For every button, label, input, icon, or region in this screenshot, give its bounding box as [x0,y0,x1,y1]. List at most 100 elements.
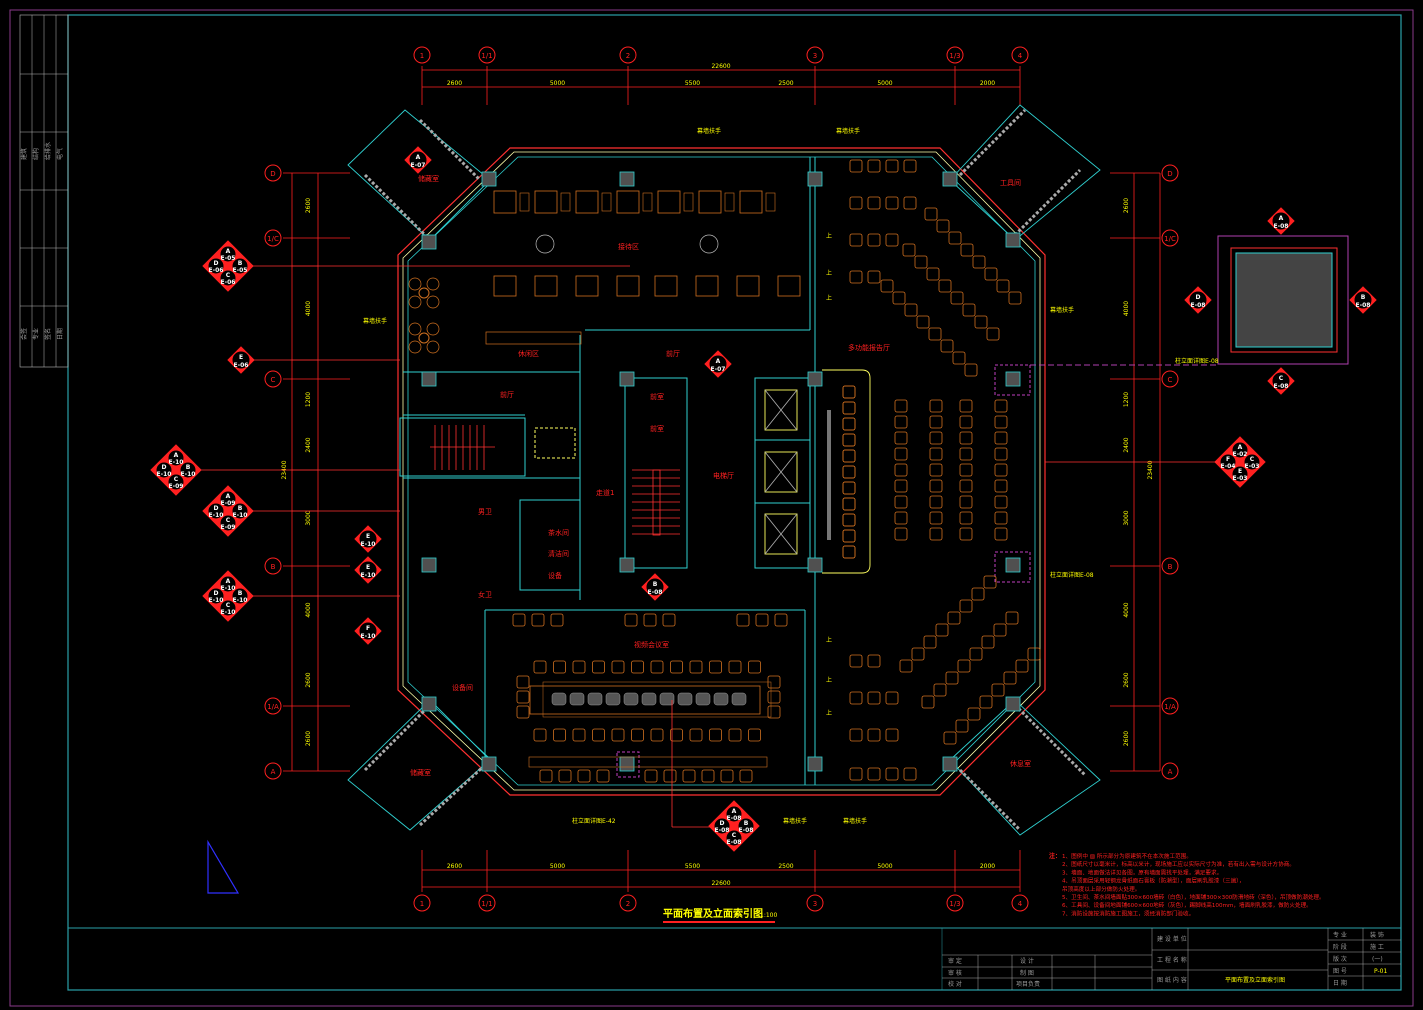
index-circle [645,577,665,597]
column-detail-plan [1217,235,1349,365]
dimension-total: 23400 [1147,460,1154,479]
chair [709,660,722,674]
chair [972,255,986,269]
sofa [534,190,558,214]
stair-up-mark: 上 [826,636,832,644]
chair [774,613,788,627]
chair [994,463,1008,477]
chair [663,769,677,783]
table-microphone [569,692,585,706]
corner-wing-se [949,699,1101,836]
tb-label: 项目负责 [1016,980,1040,988]
lounge-chair [426,295,440,309]
index-letter: B [238,505,243,512]
dimension-segment: 2600 [305,672,312,687]
room-label: 休息室 [1010,759,1031,768]
chair [842,481,856,495]
index-letter: E [366,533,370,540]
index-ref: E-07 [411,162,426,169]
room-label: 设备间 [452,683,473,692]
index-circle [231,587,249,605]
lounge-chair [408,277,422,291]
chair [894,527,908,541]
index-letter: D [214,505,219,512]
index-west-f: FE-10 [354,617,382,645]
index-ref: E-08 [1274,383,1289,390]
tb-label: 图 纸 内 容 [1157,976,1187,984]
axis-label: 1/C [1164,235,1176,243]
chair [929,495,943,509]
index-ref: E-06 [221,279,236,286]
tb-label: 设 计 [1020,957,1034,965]
chair [842,529,856,543]
tb-label: 图 号 [1333,968,1347,975]
chair [948,231,962,245]
chair [994,495,1008,509]
stair-up-mark: 上 [826,232,832,240]
elevator-bank [764,389,798,555]
podium [822,369,871,574]
corner-wing-sw [347,699,491,831]
axis-label: 1 [420,900,424,908]
chair [539,769,553,783]
chair [689,660,703,674]
axis-label: 1/3 [949,900,960,908]
axis-label: 1/A [267,703,279,711]
chair [533,660,547,674]
chair [955,719,969,733]
index-circle [358,560,378,580]
chair [867,159,881,173]
dimension-segment: 4000 [1123,301,1130,316]
chair [991,683,1005,697]
chair [969,647,983,661]
table-microphone [731,692,747,706]
index-circle [207,587,225,605]
chair [940,339,954,353]
index-west-e: EE-06 [227,346,255,374]
chair [842,449,856,463]
index-ref: E-08 [1356,302,1371,309]
tb-label: 版 次 [1333,955,1347,963]
axis-label: A [271,768,276,776]
chair [553,728,566,742]
chair [959,415,973,429]
sofa [698,190,722,214]
chair [984,267,998,281]
index-letter: B [744,820,749,827]
furniture-layer [408,159,1041,783]
chair [929,415,943,429]
chair [867,654,881,668]
index-circle [167,449,185,467]
table-microphone [551,692,567,706]
index-circle [1243,453,1261,471]
chair [996,279,1010,293]
chair [572,728,586,742]
axis-bubble [1161,557,1179,575]
note-line: 吊顶高度以上部分做防火处理。 [1062,885,1140,893]
chair [728,728,742,742]
index-ref: E-08 [727,815,742,822]
dimension-segment: 2600 [1123,672,1130,687]
strip-text: 建筑 [20,148,28,160]
chair [929,479,943,493]
index-circle [1271,371,1291,391]
chair [974,315,988,329]
chair [936,219,950,233]
chair [842,417,856,431]
strip-text: 结构 [32,148,40,160]
chair [916,315,930,329]
index-letter: A [226,578,231,585]
axis-label: 1/C [267,235,279,243]
chair [902,243,916,257]
axis-label: B [271,563,276,571]
index-ref: E-10 [209,597,224,604]
index-letter: A [226,248,231,255]
index-letter: B [186,464,191,471]
index-letter: D [214,260,219,267]
index-ref: E-10 [157,471,172,478]
index-letter: E [1238,468,1242,475]
chair [842,513,856,527]
chair [894,415,908,429]
chair [885,728,899,742]
chair [959,399,973,413]
